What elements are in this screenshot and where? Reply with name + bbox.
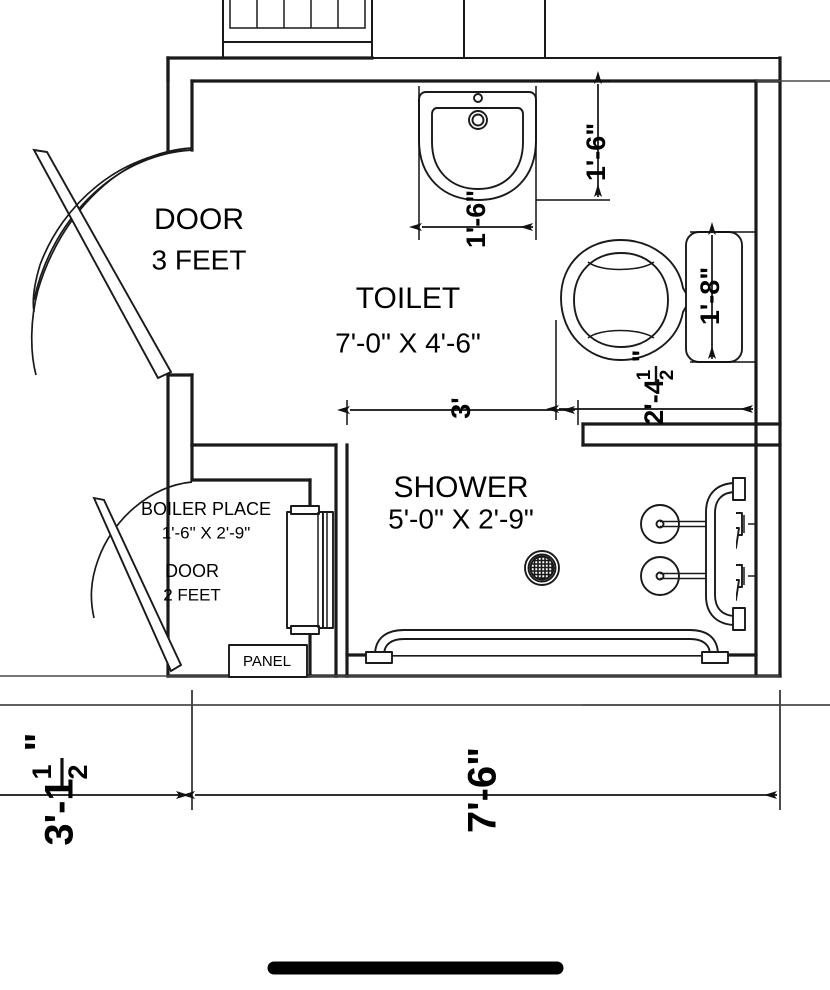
door-label-main-name: DOOR — [154, 203, 244, 236]
dimension-wc-offset-denominator: 2 — [657, 370, 678, 381]
grab-bar-vertical-fixture — [705, 477, 746, 631]
room-label-boiler-size: 1'-6" X 2'-9" — [162, 523, 251, 542]
wash-basin-fixture — [418, 91, 537, 201]
boiler-door-symbol — [90, 481, 193, 673]
reference-lines — [0, 80, 830, 706]
dimension-wc-offset: 2'-4 1 2 " — [546, 320, 757, 425]
panel-label: PANEL — [243, 653, 291, 670]
dimension-overall-left-unit: " — [18, 733, 62, 752]
electrical-panel-fixture: PANEL — [228, 644, 308, 678]
dimension-sink-depth-label: 1'-6" — [581, 123, 611, 181]
shower-head-upper-fixture — [640, 504, 756, 549]
room-labels: TOILET 7'-0" X 4'-6" SHOWER 5'-0" X 2'-9… — [141, 282, 534, 543]
dimension-sink-width: 1'-6" — [409, 86, 537, 248]
top-partial-fixture — [222, 0, 781, 59]
door-label-boiler-width: 2 FEET — [163, 585, 221, 604]
dimension-overall-left-numerator: 1 — [27, 764, 57, 779]
dimension-wc-offset-numerator: 1 — [634, 369, 655, 380]
room-label-toilet-name: TOILET — [356, 282, 460, 315]
door-label-boiler-name: DOOR — [165, 561, 219, 581]
door-label-main-width: 3 FEET — [152, 244, 247, 275]
dimension-clear-width: 3' — [337, 397, 579, 425]
dimension-overall-right-label: 7'-6" — [461, 747, 505, 833]
dimension-cistern-depth: 1'-8" — [690, 222, 756, 363]
dimension-sink-width-label: 1'-6" — [461, 190, 491, 248]
scale-bar — [267, 961, 564, 975]
boiler-unit-fixture — [286, 505, 334, 635]
overall-dimension-line: 3'-1 1 2 " 7'-6" — [0, 690, 781, 846]
room-label-toilet-size: 7'-0" X 4'-6" — [335, 327, 481, 358]
shower-head-lower-fixture — [640, 556, 756, 601]
main-door-symbol — [30, 147, 193, 380]
dimension-wc-offset-label: 2'-4 — [639, 379, 669, 424]
dimension-sink-depth: 1'-6" — [536, 71, 611, 201]
room-label-boiler-name: BOILER PLACE — [141, 499, 271, 519]
dimension-overall-left-denominator: 2 — [63, 764, 93, 779]
door-labels: DOOR 3 FEET DOOR 2 FEET — [152, 203, 247, 605]
dimension-cistern-depth-label: 1'-8" — [695, 267, 725, 325]
room-label-shower-size: 5'-0" X 2'-9" — [388, 503, 534, 534]
dimension-overall-left-label: 3'-1 — [38, 778, 82, 845]
dimension-wc-offset-unit: " — [627, 350, 657, 363]
floor-drain-fixture — [524, 550, 560, 586]
wall-assembly — [0, 56, 830, 706]
dimension-clear-width-label: 3' — [446, 397, 476, 418]
grab-bar-horizontal-fixture — [365, 629, 729, 664]
dimension-overall-left: 3'-1 1 2 " — [18, 733, 94, 846]
room-label-shower-name: SHOWER — [394, 471, 529, 504]
